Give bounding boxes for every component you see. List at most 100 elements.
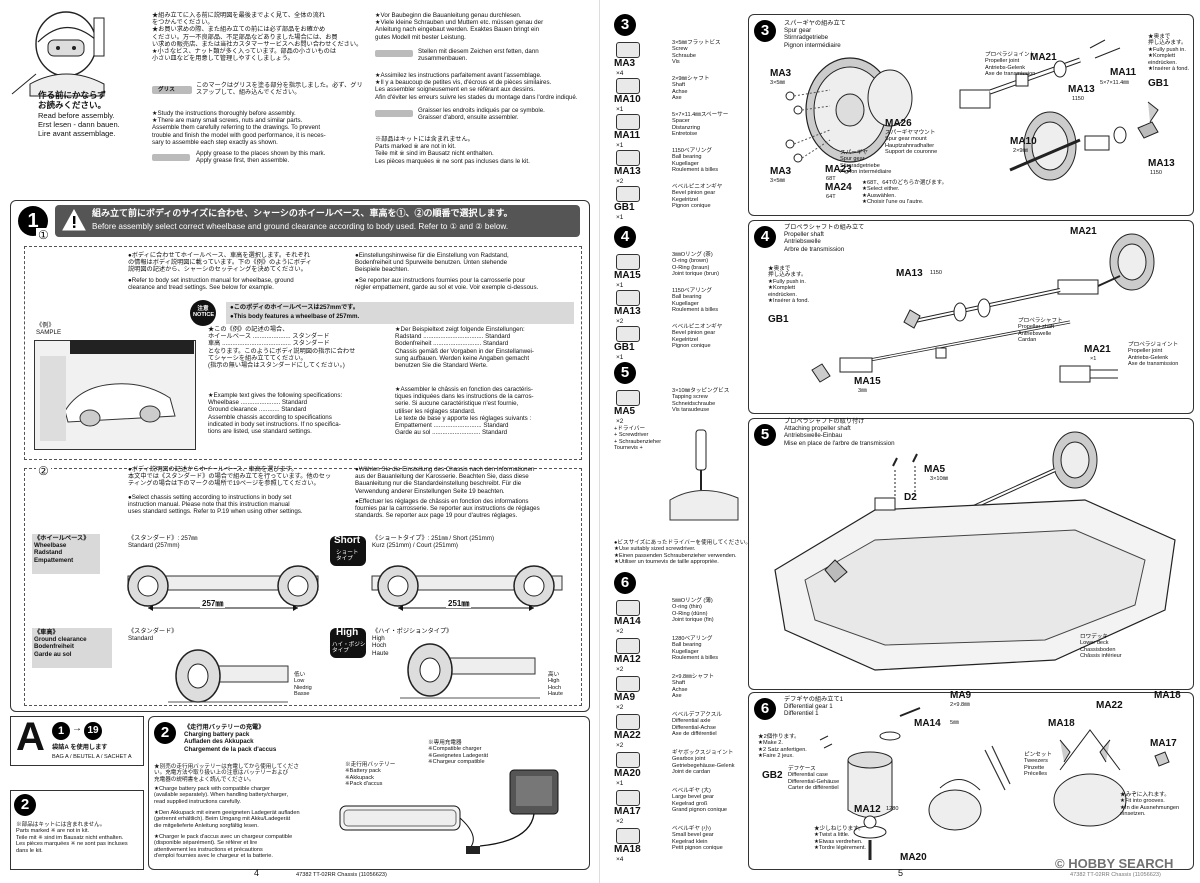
parts6-number: 6 — [614, 572, 636, 594]
step4-push: ★奥まで 押し込みます。 ★Fully push in. ★Komplett e… — [768, 266, 810, 305]
step5-title: プロペラシャフトの取り付け Attaching propeller shaft … — [784, 418, 895, 447]
part-qty: ×4 — [616, 70, 624, 77]
step4-shaft: プロペラシャフト Propeller shaft Antriebswelle C… — [1018, 318, 1063, 344]
part-icon — [616, 186, 640, 202]
step4-ma21b: MA21 — [1084, 344, 1111, 355]
step3-push: ★奥まで 押し込みます。 ★Fully push in. ★Komplett e… — [1148, 34, 1190, 73]
intro-grease-fr: Graisser les endroits indiqués par ce sy… — [418, 107, 545, 122]
part-desc: 3×10㎜タッピングビス Tapping screw Schneidschrau… — [672, 388, 730, 414]
step3-ma10: MA10 — [1010, 136, 1037, 147]
step6-ma12: MA12 — [854, 804, 881, 815]
step5-d2: D2 — [904, 492, 917, 503]
part-code: MA3 — [614, 58, 636, 69]
step6-number: 6 — [754, 698, 776, 720]
intro-grease-de: Stellen mit diesem Zeichen erst fetten, … — [418, 48, 539, 63]
part-code: MA15 — [614, 270, 641, 281]
sample-car-image — [64, 383, 176, 427]
step1-sub2-box — [24, 468, 582, 706]
wheelbase-label: 《ホイールベース》 Wheelbase Radstand Empattement — [34, 535, 90, 564]
part-code: MA17 — [614, 806, 641, 817]
step6-ma20: MA20 — [900, 852, 927, 863]
intro-parts-note: ※部品はキットには含まれません。 Parts marked ※ are not … — [375, 136, 530, 165]
ground-clearance-label-bg — [32, 628, 112, 668]
step2-fr: ★Charger le pack d'accus avec un chargeu… — [154, 834, 293, 860]
part-icon — [616, 600, 640, 616]
driver-note: ●ビスサイズにあったドライバーを使用してください。 ★Use suitably … — [614, 540, 752, 566]
part-icon — [616, 42, 640, 58]
intro-fr-title: Lire avant assemblage. — [38, 129, 116, 138]
short-badge-label: Short — [334, 535, 361, 546]
part-code: MA12 — [614, 654, 641, 665]
step4-propeller-shaft-diagram — [811, 233, 1155, 383]
step6-make2: ★2個作ります。 ★Make 2. ★2 Satz anfertigen. ★F… — [758, 734, 807, 760]
part-code: MA10 — [614, 94, 641, 105]
step4-ma13-sub: 1150 — [930, 270, 943, 276]
step1-sub2-jp: ●ボディ説明図の記述からホイールベース、車高を選びます。 本文中では《スタンダー… — [128, 466, 332, 488]
step2-de: ★Den Akkupack mit einem geeigneten Ladeg… — [154, 810, 300, 829]
step6-ma17: MA17 — [1150, 738, 1177, 749]
part-code: MA11 — [614, 130, 641, 141]
notice-en: ●This body features a wheelbase of 257mm… — [230, 313, 360, 320]
step6-differential-diagram — [819, 707, 1170, 860]
grease-label: グリス — [158, 87, 175, 93]
step6-ma9-sub: 2×9.8㎜ — [950, 702, 970, 708]
part-qty: ×1 — [616, 214, 624, 221]
step1-warning-en: Before assembly select correct wheelbase… — [92, 222, 509, 231]
grease-tube-icon — [152, 154, 190, 161]
part-qty: ×1 — [616, 282, 624, 289]
step6-ma22: MA22 — [1096, 700, 1123, 711]
part-qty: ×2 — [616, 178, 624, 185]
right-footer: 47382 TT-02RR Chassis (11056623) — [1070, 872, 1161, 878]
part-qty: ×4 — [616, 856, 624, 863]
step3-title: スパーギヤの組み立て Spur gear Stirnradgetriebe Pi… — [784, 20, 846, 49]
part-desc: 5㎜Oリング (薄) O-ring (thin) O-Ring (dünn) J… — [672, 598, 714, 624]
step6-ma12-sub: 1280 — [886, 806, 899, 812]
tool-note-box — [10, 790, 144, 870]
bag-a-arrow: → — [72, 723, 82, 734]
step6-twist: ★少しねじります。 ★Twist a little. ★Etwas verdre… — [814, 826, 866, 852]
step6-ma18a: MA18 — [1048, 718, 1075, 729]
step6-panel — [748, 692, 1194, 870]
part-code: MA13 — [614, 306, 641, 317]
step1-sub2-de: ●Wählen Sie die Einstellung des Chassis … — [355, 466, 535, 495]
step4-ma21: MA21 — [1070, 226, 1097, 237]
notice-badge — [190, 300, 216, 326]
part-desc: 5×7×11.4㎜スペーサー Spacer Distanzring Entret… — [672, 112, 729, 138]
step3-ma13b-sub: 1150 — [1150, 170, 1163, 176]
step5-ma5-sub: 3×10㎜ — [930, 476, 949, 482]
part-qty: ×2 — [616, 742, 624, 749]
intro-en-text: ★Study the instructions thoroughly befor… — [152, 110, 326, 146]
part-desc: 2×9.8㎜シャフト Shaft Achse Axe — [672, 674, 715, 700]
notice-highlight — [226, 302, 574, 324]
intro-de-title: Erst lesen - dann bauen. — [38, 120, 120, 129]
ground-clearance-high: 《ハイ・ポジションタイプ》 High Hoch Haute — [372, 628, 453, 657]
grease-tube-icon — [375, 110, 413, 117]
step4-title: プロペラシャフトの組み立て Propeller shaft Antriebswe… — [784, 224, 865, 253]
step4-ma15-sub: 3㎜ — [858, 388, 867, 394]
bag-a-box — [10, 716, 144, 766]
step3-ma24-sub: 64T — [826, 194, 836, 200]
high-badge-sub: ハイ・ポジション タイプ — [332, 642, 377, 655]
step1-sub2-marker: ② — [36, 464, 51, 478]
step3-ma10-sub: 2×9㎜ — [1013, 148, 1029, 154]
part-row: MA10×1 2×9㎜シャフト Shaft Achse Axe — [610, 76, 745, 113]
part-desc: 2×9㎜シャフト Shaft Achse Axe — [672, 76, 710, 102]
part-icon — [616, 752, 640, 768]
part-code: MA18 — [614, 844, 641, 855]
step3-ma3a-sub: 3×5㎜ — [770, 80, 786, 86]
step2-number: 2 — [154, 722, 176, 744]
step3-ma13b: MA13 — [1148, 158, 1175, 169]
warning-icon — [62, 208, 86, 231]
part-qty: ×2 — [616, 628, 624, 635]
part-qty: ×1 — [616, 106, 624, 113]
part-icon — [616, 790, 640, 806]
wheelbase-short-diagram — [371, 565, 563, 611]
left-page-number: 4 — [254, 868, 260, 878]
